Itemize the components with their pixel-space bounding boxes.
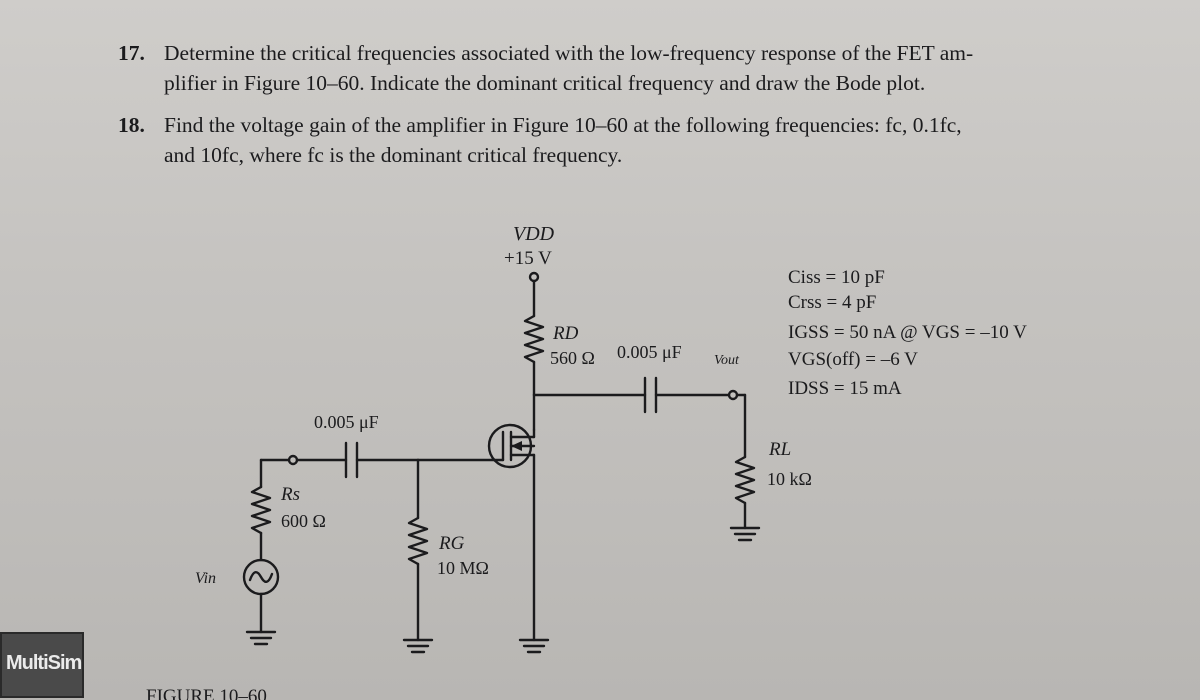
rs-label: Rs: [280, 484, 300, 505]
spec-idss: IDSS = 15 mA: [788, 378, 902, 399]
vin-label: Vin: [195, 570, 216, 587]
rd-value: 560 Ω: [550, 348, 595, 368]
vdd-label: VDD: [513, 223, 555, 245]
multisim-badge: MultiSim: [0, 632, 84, 698]
rl-value: 10 kΩ: [767, 469, 812, 489]
problem-18: 18. Find the voltage gain of the amplifie…: [118, 110, 962, 170]
problem-text-line: Determine the critical frequencies assoc…: [164, 41, 974, 65]
spec-ciss: Ciss = 10 pF: [788, 267, 885, 288]
problem-text-line: and 10fc, where fc is the dominant criti…: [164, 143, 623, 167]
figure-caption: FIGURE 10–60: [146, 686, 267, 700]
vdd-value: +15 V: [504, 248, 552, 269]
multisim-logo-text: MultiSim: [6, 652, 82, 674]
resistor-rg: [407, 516, 429, 566]
c-out-value: 0.005 μF: [617, 342, 682, 362]
resistor-rs: [250, 485, 272, 535]
rd-label: RD: [552, 323, 579, 344]
problem-text-line: plifier in Figure 10–60. Indicate the do…: [164, 71, 926, 95]
problem-number: 17.: [118, 41, 145, 65]
c-in-value: 0.005 μF: [314, 412, 379, 432]
spec-crss: Crss = 4 pF: [788, 292, 876, 313]
rl-label: RL: [768, 439, 791, 460]
resistor-rd: [523, 314, 545, 364]
vout-label: Vout: [714, 353, 740, 368]
rg-label: RG: [438, 533, 465, 554]
problem-17: 17. Determine the critical frequencies as…: [118, 38, 973, 98]
problem-text-line: Find the voltage gain of the amplifier i…: [164, 113, 962, 137]
problem-number: 18.: [118, 113, 145, 137]
spec-vgs-off: VGS(off) = –6 V: [788, 349, 918, 370]
spec-igss: IGSS = 50 nA @ VGS = –10 V: [788, 322, 1027, 343]
rg-value: 10 MΩ: [437, 558, 489, 578]
resistor-rl: [734, 455, 756, 505]
rs-value: 600 Ω: [281, 511, 326, 531]
